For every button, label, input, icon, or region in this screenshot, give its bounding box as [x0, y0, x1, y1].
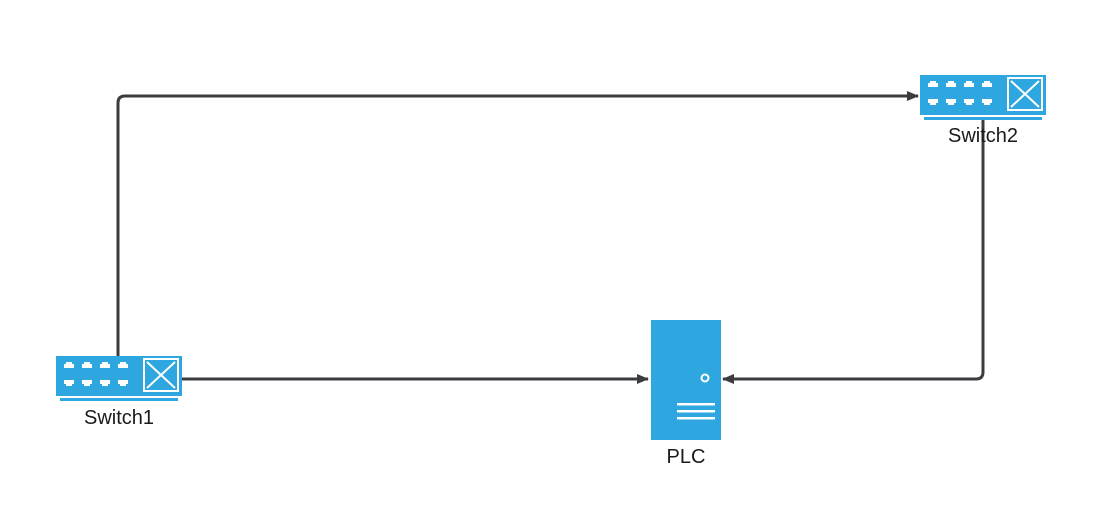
- node-label: Switch2: [948, 125, 1018, 147]
- edge-switch1-to-switch2: [116, 91, 919, 358]
- network-switch-icon: [56, 356, 182, 401]
- edge-switch2-to-plc: [722, 118, 985, 384]
- node-label: Switch1: [84, 407, 154, 429]
- node-switch2[interactable]: Switch2: [920, 75, 1046, 147]
- node-plc[interactable]: PLC: [651, 320, 721, 468]
- node-label: PLC: [667, 446, 706, 468]
- server-icon: [651, 320, 721, 440]
- node-switch1[interactable]: Switch1: [56, 356, 182, 429]
- network-switch-icon: [920, 75, 1046, 120]
